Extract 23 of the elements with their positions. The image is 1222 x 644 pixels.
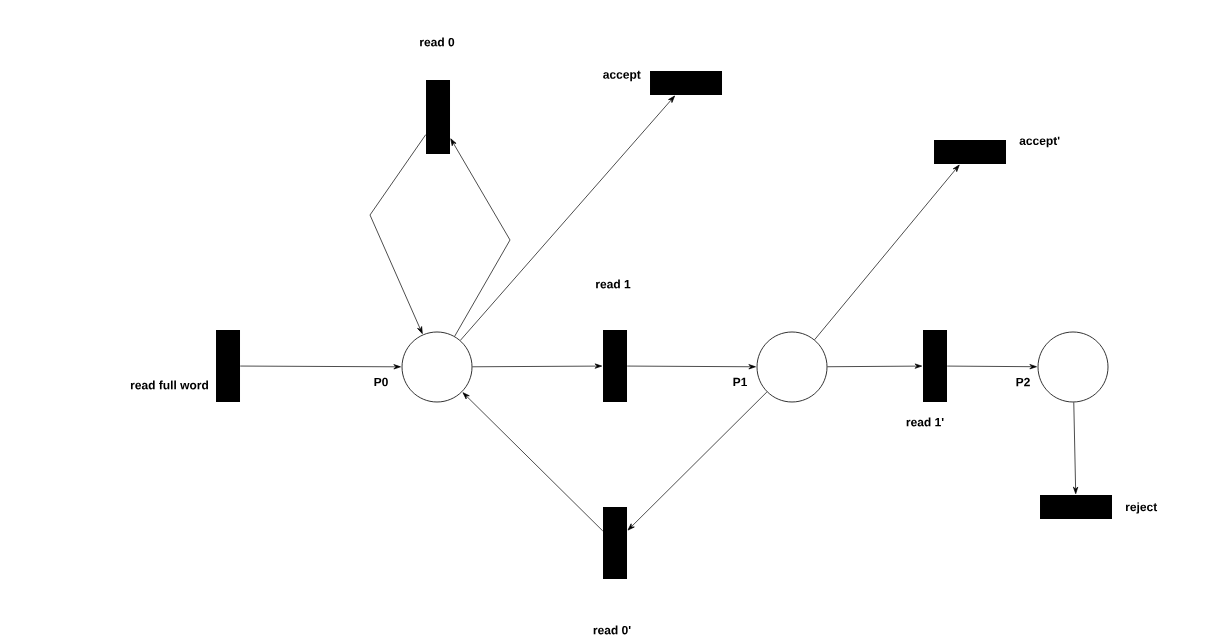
node-label: P2 [1016,377,1030,387]
arrow [472,363,603,369]
arrow [1073,402,1079,495]
node-label: read 0' [593,625,631,635]
arrow [814,164,960,341]
node-label: read 0 [420,37,455,47]
arrow [626,364,756,370]
arrow [450,138,511,337]
node-label: read full word [130,380,208,390]
arrow [627,391,768,531]
arrow [946,364,1037,370]
arrow [460,95,675,341]
node-label: P0 [374,377,388,387]
arrow [827,363,923,369]
arrow [239,364,401,370]
arrow [369,134,427,334]
node-label: accept' [1019,136,1060,148]
node-label: read 1' [906,417,944,427]
arrow [462,392,604,532]
node-label: reject [1126,502,1158,514]
node-label: read 1 [596,279,631,289]
node-label: P1 [733,377,747,387]
node-label: accept [603,70,641,82]
